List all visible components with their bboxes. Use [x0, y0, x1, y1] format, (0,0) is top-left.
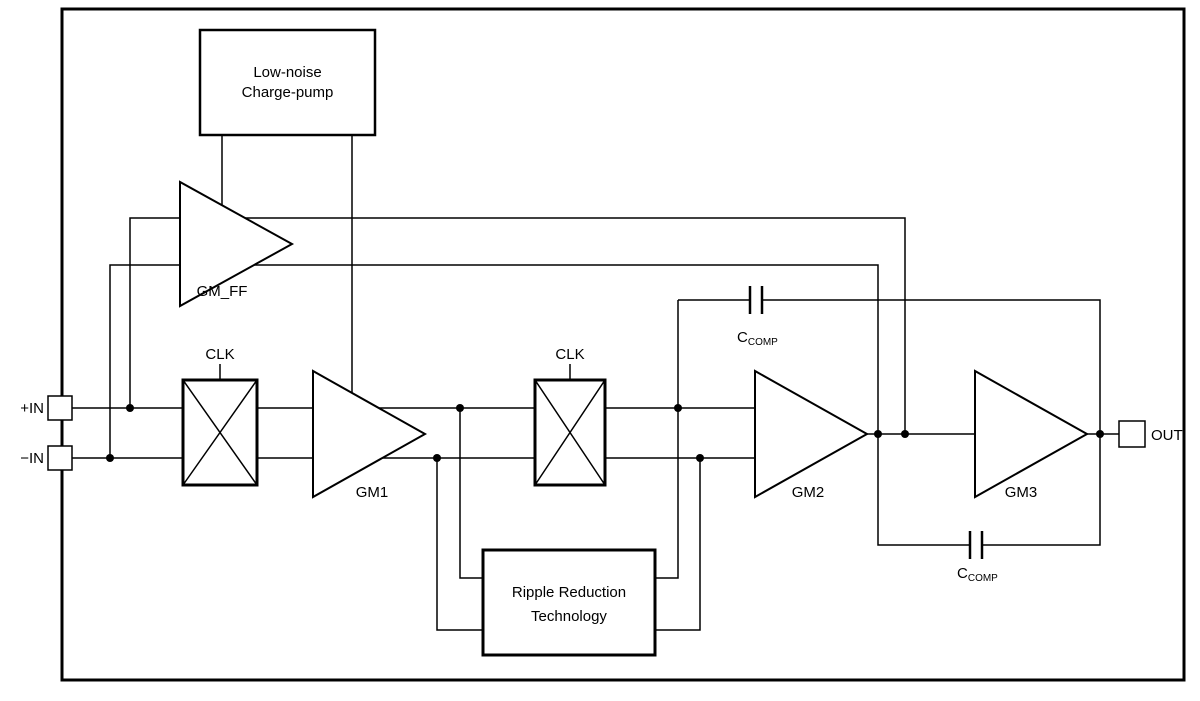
charge-pump-label-line1: Low-noise: [253, 64, 321, 81]
wire-gmff-output-bottom: [254, 264, 970, 546]
charge-pump-label-line2: Charge-pump: [242, 84, 334, 101]
in-neg-label: −IN: [20, 450, 44, 467]
junction-dot: [901, 430, 909, 438]
junction-dot: [696, 454, 704, 462]
ccomp-top-label: CCOMP: [737, 329, 778, 348]
wire-ripple-left-top: [459, 408, 483, 579]
clk-label-input-chopper: CLK: [205, 346, 234, 363]
wire-ripple-right-bottom: [655, 458, 701, 631]
chopper-cross: [182, 379, 258, 486]
gm2-amp: [754, 369, 870, 499]
out-label: OUT: [1151, 427, 1183, 444]
ccomp-top-label-main: C: [737, 329, 748, 346]
ccomp-bottom-label: CCOMP: [957, 565, 998, 584]
gm1-label: GM1: [356, 484, 389, 501]
wire-gmff-input-neg: [109, 264, 180, 458]
in-pos-terminal: [47, 395, 73, 421]
clk-label-output-chopper: CLK: [555, 346, 584, 363]
junction-dot: [433, 454, 441, 462]
junction-dot: [1096, 430, 1104, 438]
gm3-amp: [974, 369, 1090, 499]
wire-ripple-right-top: [655, 300, 679, 579]
output-chopper: [533, 378, 607, 487]
junction-dot: [126, 404, 134, 412]
in-neg-terminal: [47, 445, 73, 471]
ccomp-bottom-label-main: C: [957, 565, 968, 582]
chopper-cross: [534, 379, 606, 486]
gm2-label: GM2: [792, 484, 825, 501]
ripple-label-line1: Ripple Reduction: [512, 584, 626, 601]
junction-dot: [874, 430, 882, 438]
junction-dot: [106, 454, 114, 462]
wire-ripple-left-bottom: [436, 458, 483, 631]
ripple-reduction-box: [481, 548, 657, 657]
junction-dots: [106, 404, 1104, 462]
gm3-label: GM3: [1005, 484, 1038, 501]
ccomp-top-label-sub: COMP: [748, 337, 778, 348]
gm1-amp: [312, 369, 428, 499]
gm-ff-label: GM_FF: [197, 283, 248, 300]
junction-dot: [456, 404, 464, 412]
input-chopper: [181, 378, 259, 487]
charge-pump-box: [198, 28, 377, 137]
ripple-label-line2: Technology: [531, 608, 607, 625]
gm-ff-amp: [179, 180, 295, 308]
wire-gmff-output-top: [245, 217, 906, 434]
wire-gmff-input-pos: [129, 217, 180, 408]
wire-ccomp-right-run: [762, 299, 1101, 546]
junction-dot: [674, 404, 682, 412]
ccomp-bottom-capacitor: [968, 531, 984, 559]
ccomp-bottom-label-sub: COMP: [968, 573, 998, 584]
diagram-border: [60, 7, 1186, 682]
in-pos-label: +IN: [20, 400, 44, 417]
ccomp-top-capacitor: [748, 286, 764, 314]
out-terminal: [1118, 420, 1146, 448]
